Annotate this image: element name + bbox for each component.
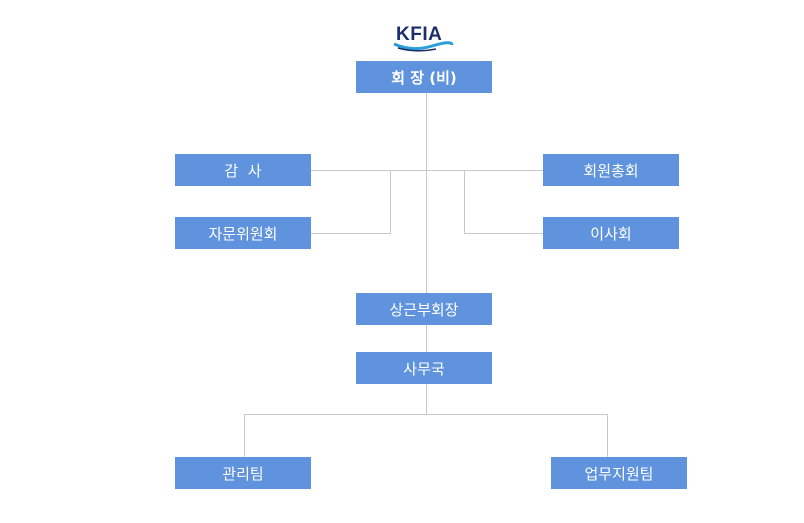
team-line-business [607, 414, 608, 457]
connector-secretariat-down [426, 383, 427, 414]
management-team-box: 관리팀 [175, 457, 311, 489]
branch-line-board [464, 233, 543, 234]
connector-vice-secretariat [426, 324, 427, 352]
team-line-management [244, 414, 245, 457]
branch-line-board-vertical [464, 170, 465, 233]
branch-line-auditor [310, 170, 427, 171]
branch-line-assembly [426, 170, 543, 171]
logo-wave-icon [393, 41, 454, 52]
team-bar-line [244, 414, 608, 415]
branch-line-advisory-vertical [390, 170, 391, 233]
branch-line-advisory [310, 233, 391, 234]
standing-vice-chairman-box: 상근부회장 [356, 293, 492, 325]
business-support-team-box: 업무지원팀 [551, 457, 687, 489]
board-box: 이사회 [543, 217, 679, 249]
general-assembly-box: 회원총회 [543, 154, 679, 186]
chairman-box: 회 장 (비) [356, 61, 492, 93]
advisory-committee-box: 자문위원회 [175, 217, 311, 249]
auditor-box: 감 사 [175, 154, 311, 186]
logo-text: KFIA [396, 24, 443, 45]
secretariat-box: 사무국 [356, 352, 492, 384]
trunk-line [426, 92, 427, 294]
kfia-logo: KFIA [392, 24, 454, 54]
